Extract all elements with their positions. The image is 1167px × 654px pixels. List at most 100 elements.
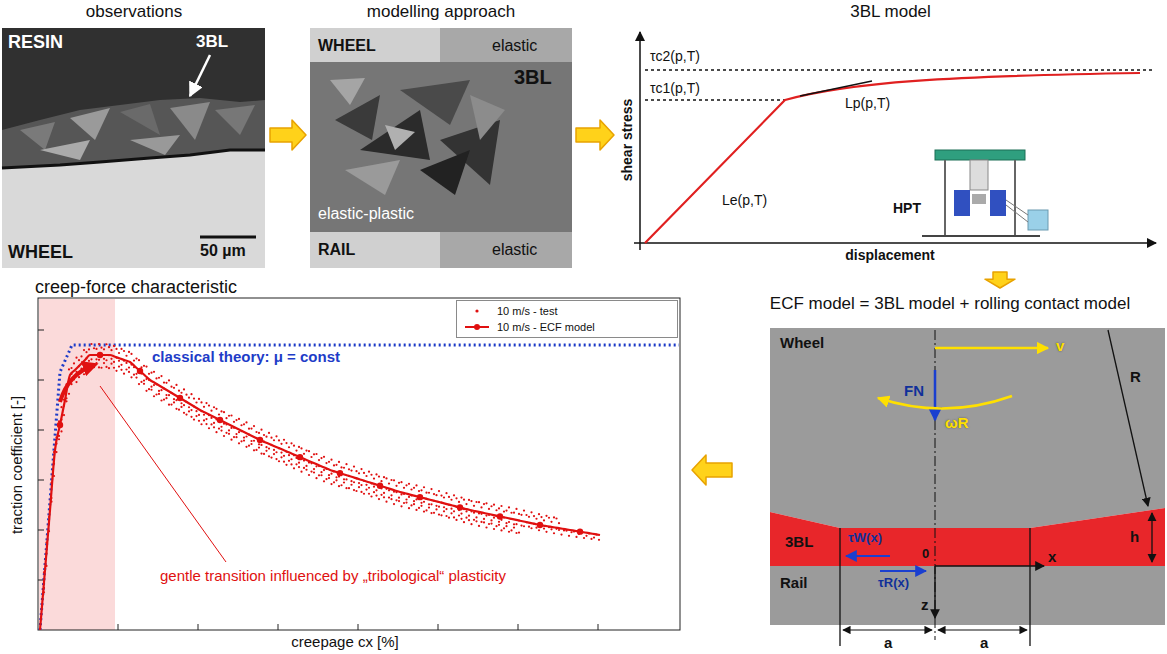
test-data: [85, 351, 87, 353]
flow-arrow: [576, 120, 614, 150]
hpt-device: [970, 160, 988, 190]
test-data: [480, 521, 482, 523]
test-data: [380, 494, 382, 496]
test-data: [208, 427, 210, 429]
test-data: [535, 527, 537, 529]
test-data: [455, 519, 457, 521]
test-data: [420, 502, 422, 504]
threshold-label: τc2(p,T): [650, 48, 700, 64]
test-data: [498, 524, 500, 526]
test-data: [170, 404, 172, 406]
annotation-text: gentle transition influenced by „tribolo…: [160, 567, 506, 584]
test-data: [453, 516, 455, 518]
test-data: [448, 517, 450, 519]
test-data: [443, 506, 445, 508]
test-data: [78, 376, 80, 378]
test-data: [493, 528, 495, 530]
material-label: elastic-plastic: [318, 205, 414, 223]
test-data: [435, 508, 437, 510]
test-data: [258, 443, 260, 445]
radius-label: R: [1130, 368, 1141, 385]
legend-entry: 10 m/s - test: [463, 303, 671, 319]
test-data: [335, 479, 337, 481]
micrograph: [2, 150, 265, 168]
test-data: [528, 516, 530, 518]
test-data: [280, 451, 282, 453]
test-data: [145, 365, 147, 367]
test-data: [333, 464, 335, 466]
legend-sample: [474, 324, 480, 330]
test-data: [235, 433, 237, 435]
test-data: [520, 524, 522, 526]
test-data: [380, 480, 382, 482]
test-data: [323, 456, 325, 458]
test-data: [75, 357, 77, 359]
micrograph: [20, 122, 55, 150]
test-data: [218, 427, 220, 429]
test-data: [388, 482, 390, 484]
test-data: [468, 515, 470, 517]
test-data: [520, 514, 522, 516]
test-data: [163, 398, 165, 400]
test-data: [270, 457, 272, 459]
test-data: [463, 521, 465, 523]
test-data: [285, 442, 287, 444]
material-label: elastic: [492, 37, 537, 55]
test-data: [218, 413, 220, 415]
test-data: [558, 522, 560, 524]
slope-label: Lp(p,T): [845, 95, 890, 111]
test-data: [198, 414, 200, 416]
test-data: [435, 494, 437, 496]
layer-model: [310, 62, 572, 232]
test-data: [408, 483, 410, 485]
test-data: [513, 523, 515, 525]
test-data: [213, 422, 215, 424]
test-data: [450, 508, 452, 510]
test-data: [308, 474, 310, 476]
test-data: [140, 381, 142, 383]
test-data: [320, 457, 322, 459]
test-data: [540, 516, 542, 518]
test-data: [183, 388, 185, 390]
test-data: [460, 496, 462, 498]
test-data: [590, 538, 592, 540]
layer-label: WHEEL: [318, 37, 376, 55]
test-data: [253, 449, 255, 451]
force-label: FN: [904, 382, 924, 399]
test-data: [495, 525, 497, 527]
test-data: [313, 468, 315, 470]
test-data: [445, 492, 447, 494]
legend-sample: [463, 305, 491, 317]
test-data: [123, 350, 125, 352]
velocity-label: ωR: [945, 414, 969, 431]
model-curve: [577, 528, 583, 534]
test-data: [135, 373, 137, 375]
test-data: [225, 417, 227, 419]
test-data: [370, 495, 372, 497]
test-data: [438, 513, 440, 515]
test-data: [508, 506, 510, 508]
test-data: [183, 404, 185, 406]
test-data: [378, 498, 380, 500]
test-data: [438, 490, 440, 492]
shear-chart: [634, 32, 1156, 250]
test-data: [443, 496, 445, 498]
rolling-contact: [770, 328, 1165, 646]
hpt-device: [935, 150, 1025, 160]
test-data: [253, 440, 255, 442]
test-data: [300, 471, 302, 473]
material-label: elastic: [492, 241, 537, 259]
test-data: [373, 491, 375, 493]
test-data: [470, 500, 472, 502]
test-data: [308, 450, 310, 452]
test-data: [83, 349, 85, 351]
creep-chart: [100, 386, 226, 562]
rolling-contact: [843, 629, 932, 630]
test-data: [310, 470, 312, 472]
test-data: [433, 493, 435, 495]
test-data: [160, 375, 162, 377]
test-data: [378, 475, 380, 477]
test-data: [195, 410, 197, 412]
region-label: WHEEL: [8, 242, 73, 263]
test-data: [120, 348, 122, 350]
